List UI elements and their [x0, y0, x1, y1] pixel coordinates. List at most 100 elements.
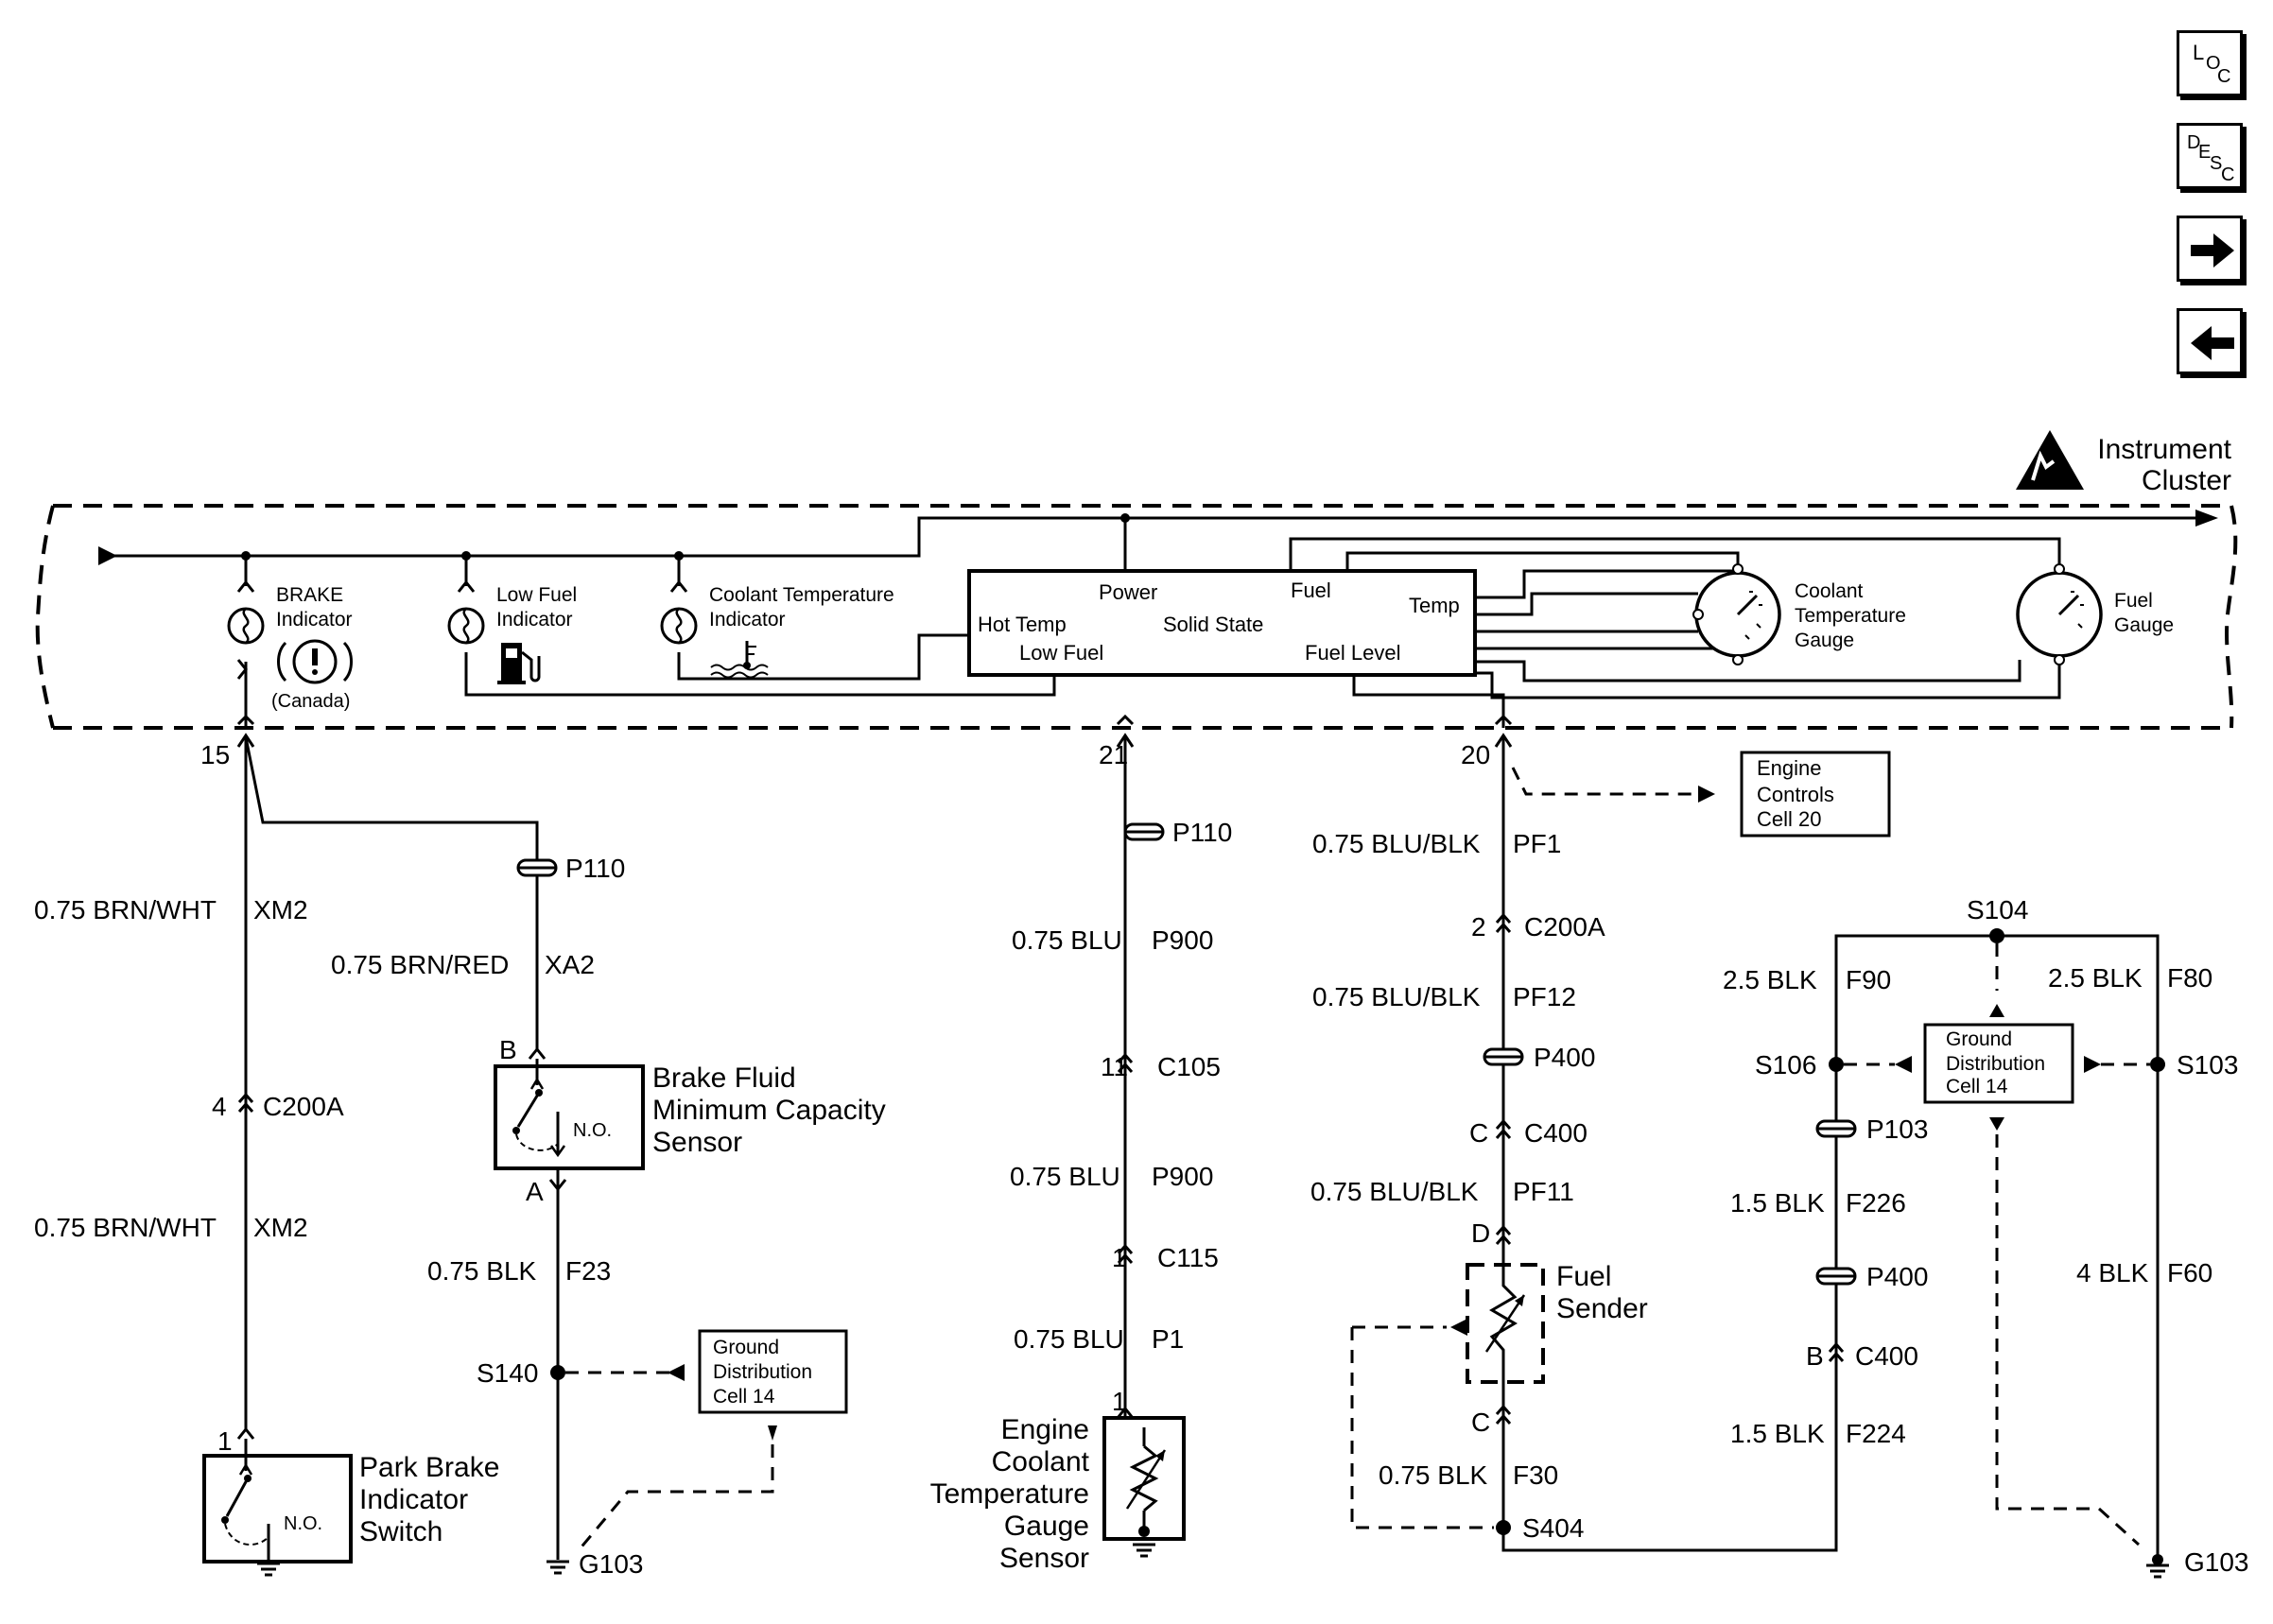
c105-pin: 11: [1101, 1052, 1128, 1081]
fuel-sender-label-1: Fuel: [1556, 1261, 1611, 1292]
module-fuel-label: Fuel: [1291, 579, 1331, 602]
wire-f80-circuit: F80: [2167, 963, 2212, 993]
wire-f80-gauge: 2.5 BLK: [2048, 963, 2143, 993]
coolant-indicator-bulb: [660, 556, 969, 681]
engine-controls-line-1: Engine: [1757, 756, 1822, 780]
coolant-indicator-label-1: Coolant Temperature: [709, 584, 894, 606]
c200a-4-pin: 4: [212, 1092, 227, 1121]
p400-a-label: P400: [1534, 1043, 1595, 1072]
fuel-gauge-label-1: Fuel: [2114, 590, 2153, 612]
wire-f224-circuit: F224: [1846, 1419, 1906, 1448]
engine-controls-line-2: Controls: [1757, 783, 1834, 806]
s103-label: S103: [2177, 1050, 2238, 1080]
wire-f60-circuit: F60: [2167, 1258, 2212, 1287]
wire-pf11-gauge: 0.75 BLU/BLK: [1310, 1177, 1479, 1206]
wire-xm2b-gauge: 0.75 BRN/WHT: [34, 1213, 217, 1242]
c200a-2-pin: 2: [1471, 912, 1486, 942]
ground-distribution-ref-1[interactable]: [698, 1329, 848, 1414]
coolant-indicator-label-2: Indicator: [709, 609, 786, 631]
coolant-temp-icon: [710, 641, 769, 679]
low-fuel-indicator-bulb: [447, 556, 1056, 697]
p103-inline: [1815, 1119, 1857, 1138]
svg-text:O: O: [2206, 53, 2221, 74]
brake-fluid-label-3: Sensor: [652, 1127, 742, 1158]
coolant-gauge-label-3: Gauge: [1795, 630, 1854, 651]
p103-label: P103: [1866, 1114, 1928, 1144]
ect-sensor-label-3: Temperature: [930, 1478, 1089, 1510]
park-brake-switch: [202, 1454, 353, 1564]
brake-fluid-label-2: Minimum Capacity: [652, 1095, 886, 1126]
pin-15: 15: [200, 740, 230, 769]
wire-f226-circuit: F226: [1846, 1188, 1906, 1218]
cluster-esd-icon: [2016, 430, 2084, 490]
description-button[interactable]: D E S C: [2177, 123, 2243, 189]
wire-f224-gauge: 1.5 BLK: [1730, 1419, 1825, 1448]
location-icon: L O C: [2193, 41, 2230, 87]
wire-p900b-gauge: 0.75 BLU: [1010, 1162, 1120, 1191]
wire-pf1-circuit: PF1: [1513, 829, 1561, 858]
wire-pf12-circuit: PF12: [1513, 982, 1576, 1011]
brake-warning-icon: [277, 639, 353, 684]
brake-indicator-note: (Canada): [271, 691, 350, 712]
fuel-gauge-label-2: Gauge: [2114, 614, 2174, 636]
previous-button[interactable]: [2177, 308, 2243, 374]
engine-controls-line-3: Cell 20: [1757, 807, 1821, 831]
location-button[interactable]: L O C: [2177, 30, 2243, 96]
wire-p900a-gauge: 0.75 BLU: [1012, 925, 1122, 955]
g103-b-label: G103: [2184, 1547, 2249, 1577]
g103-b-ground-icon: [2144, 1564, 2171, 1579]
wire-pf12-gauge: 0.75 BLU/BLK: [1312, 982, 1481, 1011]
cluster-title-1: Instrument: [2097, 434, 2231, 465]
fuel-gauge: [2016, 563, 2103, 665]
ground-ref-2-line-2: Distribution: [1946, 1053, 2045, 1075]
c115-pin: 1: [1112, 1243, 1127, 1272]
park-brake-label-3: Switch: [359, 1516, 442, 1547]
ground-ref-1-line-2: Distribution: [713, 1361, 812, 1383]
s106-splice: [1829, 1057, 1844, 1072]
svg-text:C: C: [2217, 66, 2230, 87]
ect-sensor-label-1: Engine: [1001, 1414, 1089, 1445]
wire-f23-circuit: F23: [565, 1256, 611, 1286]
ect-sensor-label-4: Gauge: [1004, 1511, 1089, 1542]
c400-b-pin: B: [1806, 1341, 1824, 1371]
bus-arrow-left: [98, 546, 117, 565]
park-brake-label-2: Indicator: [359, 1484, 468, 1515]
brake-fluid-no: N.O.: [573, 1120, 612, 1141]
wire-f23-gauge: 0.75 BLK: [427, 1256, 537, 1286]
wire-xm2b-circuit: XM2: [253, 1213, 308, 1242]
engine-controls-ref[interactable]: [1740, 751, 1891, 838]
wire-p900b-circuit: P900: [1152, 1162, 1213, 1191]
brake-indicator-label-2: Indicator: [276, 609, 353, 631]
p110-b-label: P110: [1172, 818, 1232, 847]
coolant-temperature-gauge: [1692, 563, 1781, 665]
module-lowfuel-label: Low Fuel: [1019, 641, 1103, 665]
ect-sensor-pin-1: 1: [1112, 1387, 1127, 1416]
low-fuel-indicator-label-1: Low Fuel: [496, 584, 577, 606]
brake-indicator-bulb: [227, 556, 265, 728]
park-brake-no: N.O.: [284, 1513, 322, 1534]
svg-text:C: C: [2221, 164, 2234, 185]
arrow-left-icon: [2191, 326, 2234, 360]
module-solidstate-label: Solid State: [1163, 613, 1263, 636]
wire-xa2-circuit: XA2: [545, 950, 595, 979]
wire-f226-gauge: 1.5 BLK: [1730, 1188, 1825, 1218]
c115-label: C115: [1157, 1243, 1219, 1272]
p400-inline-a: [1483, 1047, 1524, 1066]
ect-sensor-label-2: Coolant: [992, 1446, 1090, 1477]
ground-ref-1-line-3: Cell 14: [713, 1386, 775, 1408]
module-hottemp-label: Hot Temp: [978, 613, 1067, 636]
cluster-title-2: Cluster: [2142, 465, 2231, 496]
svg-text:D: D: [2187, 132, 2200, 153]
c200a-4-label: C200A: [263, 1092, 344, 1121]
brake-fluid-pin-b: B: [499, 1035, 517, 1064]
wire-xm2a-gauge: 0.75 BRN/WHT: [34, 895, 217, 924]
park-brake-pin-1: 1: [217, 1426, 233, 1456]
low-fuel-indicator-label-2: Indicator: [496, 609, 573, 631]
wire-f90-gauge: 2.5 BLK: [1723, 965, 1817, 994]
wire-p1-circuit: P1: [1152, 1324, 1184, 1354]
s104-splice: [1989, 928, 2004, 943]
next-button[interactable]: [2177, 216, 2243, 282]
ground-distribution-ref-2[interactable]: [1923, 1023, 2074, 1104]
wire-f30-gauge: 0.75 BLK: [1379, 1460, 1488, 1490]
